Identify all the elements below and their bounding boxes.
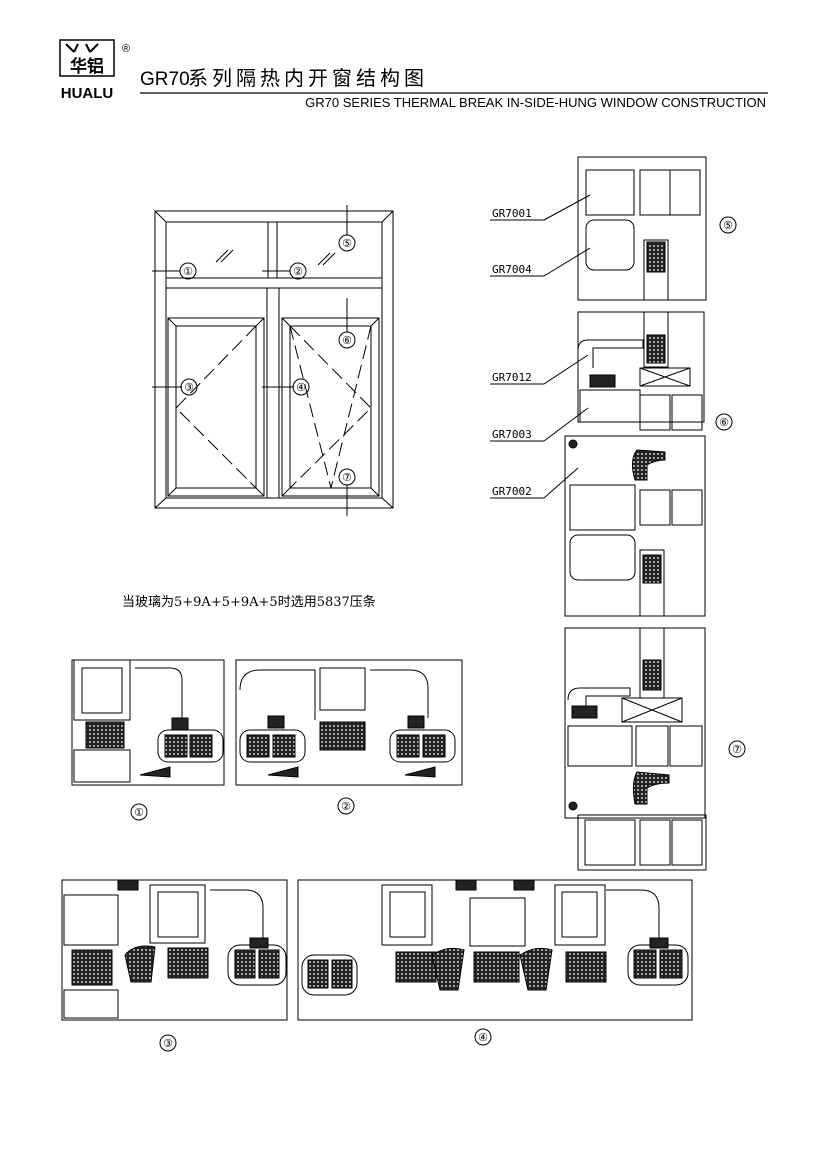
profile-label-gr7002: GR7002 [492,485,532,498]
callout-1: ① [183,265,193,278]
section-label-1: ① [134,806,144,819]
callout-6: ⑥ [342,334,352,347]
title-prefix: GR70 [140,69,190,90]
page-title: 系列隔热内开窗结构图 [188,66,428,90]
profile-label-gr7012: GR7012 [492,371,532,384]
page-subtitle: GR70 SERIES THERMAL BREAK IN-SIDE-HUNG W… [305,95,766,110]
section-label-5: ⑤ [723,219,733,232]
logo: 华铝 HUALU ® [59,39,130,102]
section-label-4: ④ [478,1031,488,1044]
window-elevation [152,205,394,516]
section-label-2: ② [341,800,351,813]
registered-mark: ® [122,43,130,55]
section-label-3: ③ [163,1037,173,1050]
profile-label-gr7004: GR7004 [492,263,532,276]
callout-4: ④ [296,381,306,394]
callout-5: ⑤ [342,237,352,250]
callout-2: ② [293,265,303,278]
logo-en: HUALU [61,85,114,102]
section-3 [61,879,288,1021]
section-4 [297,879,693,1021]
glass-note: 当玻璃为5+9A+5+9A+5时选用5837压条 [122,594,376,610]
section-2 [235,659,463,786]
profile-label-gr7001: GR7001 [492,207,532,220]
callout-3: ③ [184,381,194,394]
section-1 [71,659,225,786]
section-label-7: ⑦ [732,743,742,756]
section-label-6: ⑥ [719,416,729,429]
callout-7: ⑦ [342,471,352,484]
logo-cn: 华铝 [70,56,104,77]
profile-label-gr7003: GR7003 [492,428,532,441]
logo-wheat-icon [65,43,99,53]
vertical-section [490,156,746,871]
